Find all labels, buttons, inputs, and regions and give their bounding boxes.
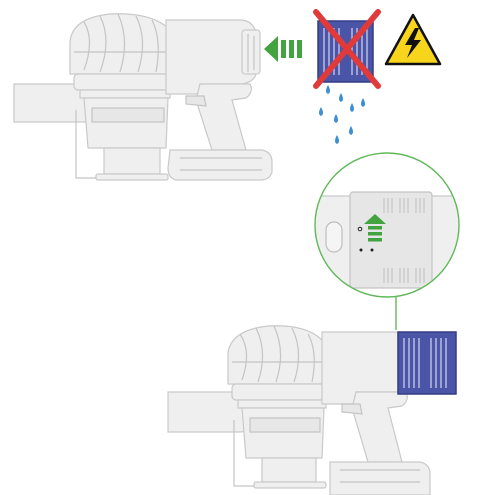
vacuum-top <box>13 13 273 181</box>
filter-crossed-icon <box>313 9 381 89</box>
vacuum-bottom <box>167 325 457 495</box>
arrow-left-icon <box>264 36 302 62</box>
arrow-up-icon <box>364 214 386 242</box>
electric-hazard-icon <box>384 13 442 66</box>
zoom-circle <box>314 152 460 330</box>
water-drops-icon <box>319 85 365 144</box>
